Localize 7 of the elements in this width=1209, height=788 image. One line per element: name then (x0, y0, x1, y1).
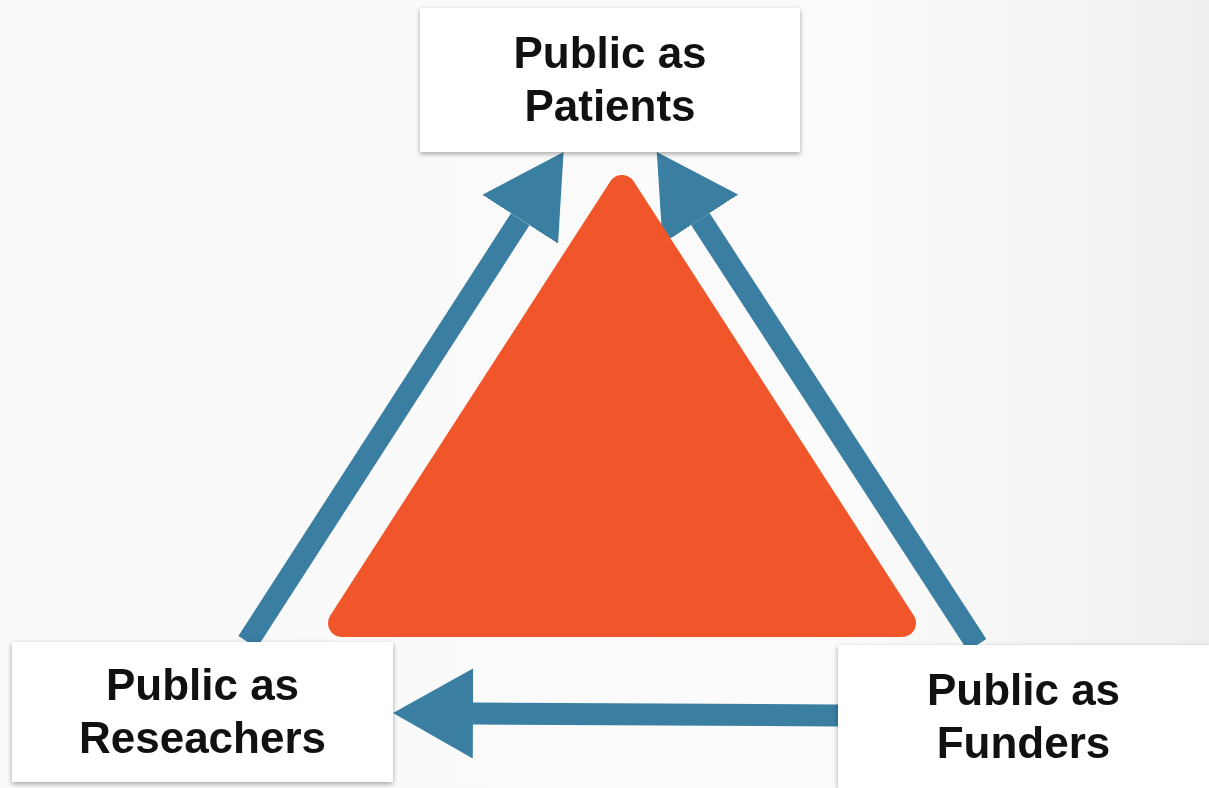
card-label: Public as Reseachers (77, 659, 328, 764)
label-card (12, 642, 393, 782)
card-label: Public as Patients (512, 27, 708, 132)
card-label: Public as Funders (925, 663, 1122, 769)
arrow (393, 668, 839, 759)
label-card (838, 645, 1209, 788)
label-card (420, 8, 800, 152)
